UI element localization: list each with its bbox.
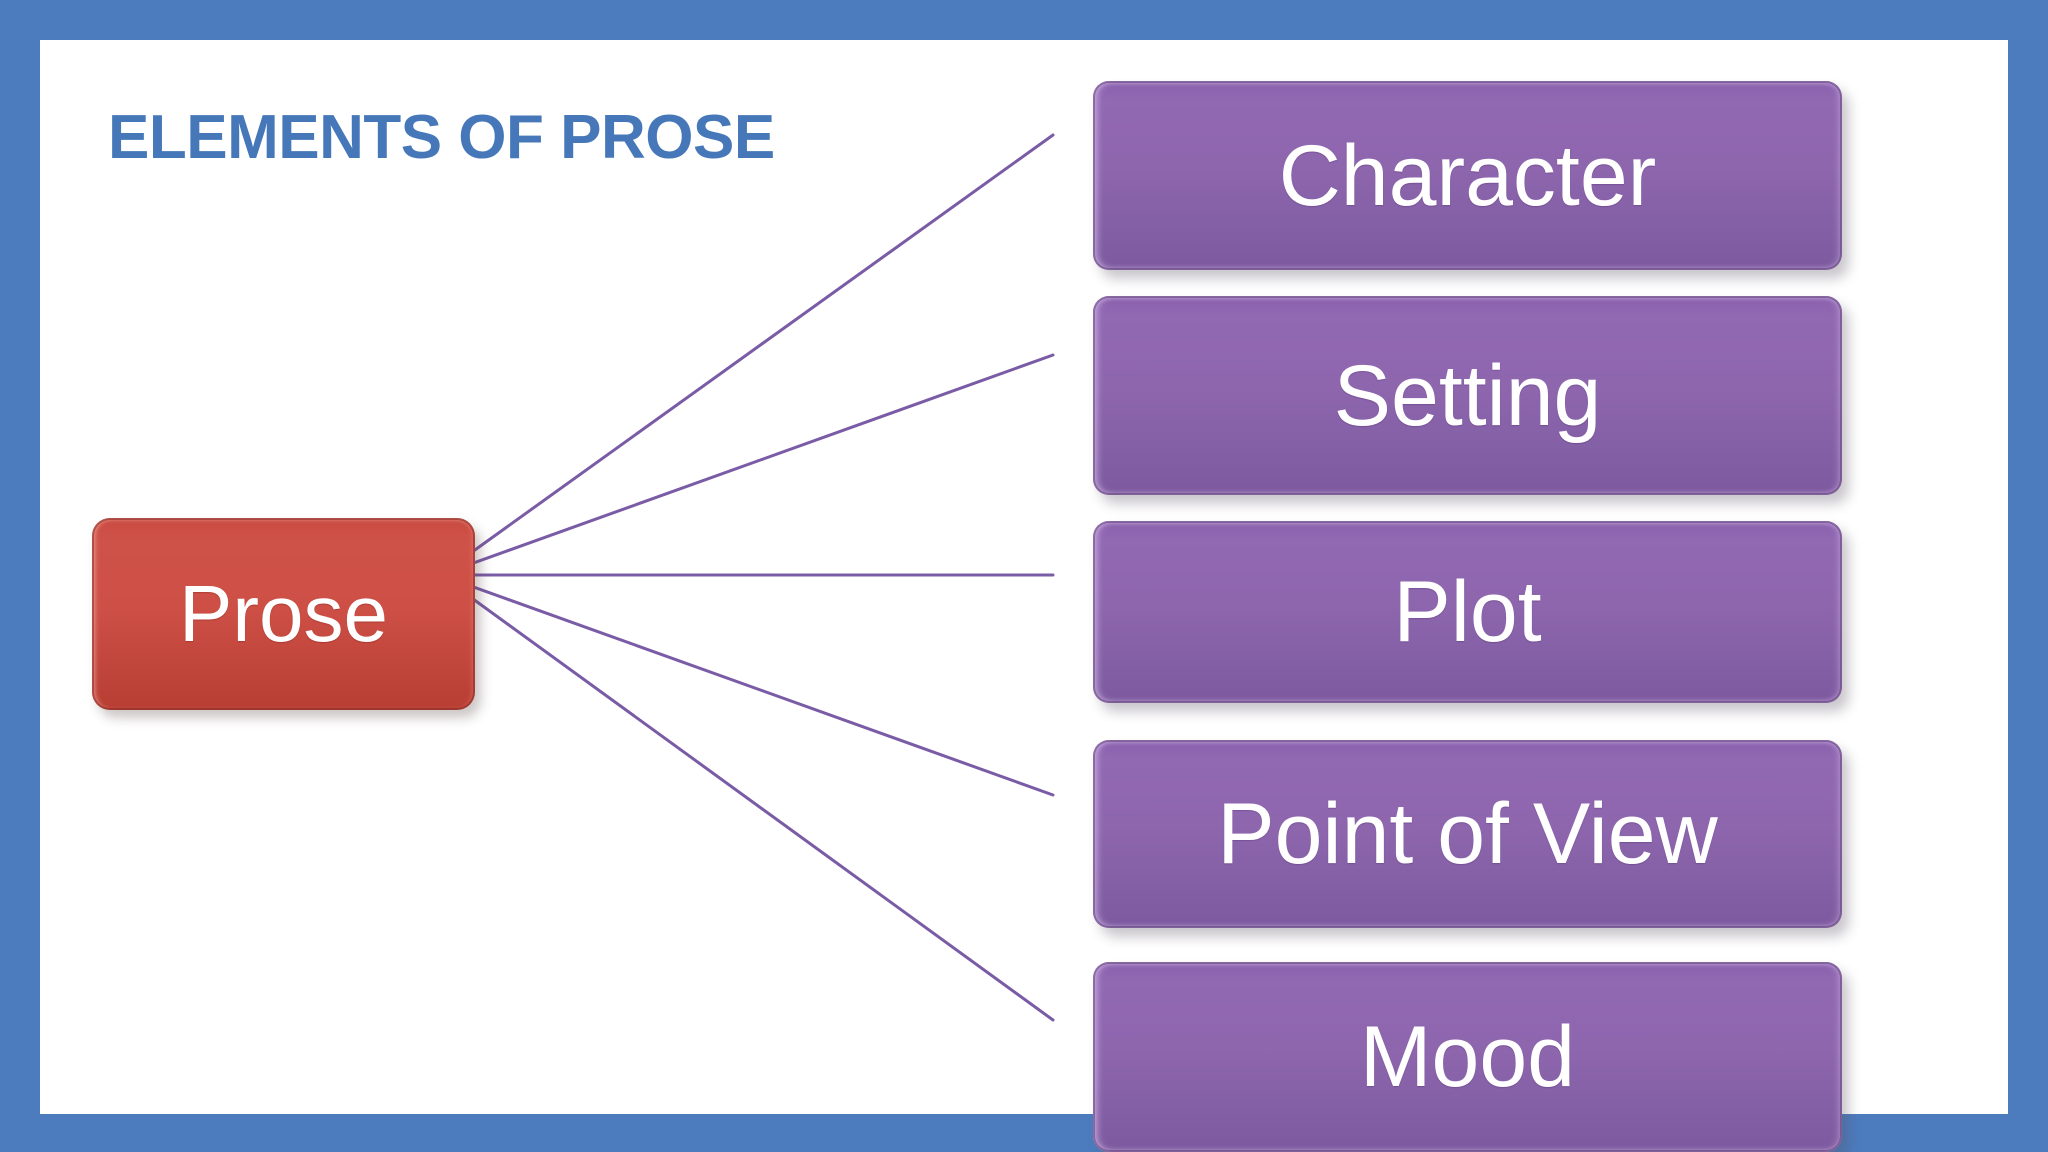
connector-line-point-of-view xyxy=(438,573,1055,797)
root-node-label: Prose xyxy=(179,569,388,658)
root-node-prose[interactable]: Prose xyxy=(92,518,475,710)
connector-line-mood xyxy=(438,573,1055,1022)
branch-node-character[interactable]: Character xyxy=(1093,81,1842,270)
branch-node-point-of-view[interactable]: Point of View xyxy=(1093,740,1842,928)
connector-line-setting xyxy=(438,353,1055,577)
page-title: ELEMENTS OF PROSE xyxy=(108,103,775,172)
connector-line-character xyxy=(438,133,1055,577)
branch-node-label: Mood xyxy=(1359,1009,1576,1105)
branch-node-label: Point of View xyxy=(1217,786,1718,882)
branch-node-label: Setting xyxy=(1333,347,1602,444)
branch-node-label: Plot xyxy=(1393,564,1542,660)
branch-node-label: Character xyxy=(1278,127,1657,224)
branch-node-setting[interactable]: Setting xyxy=(1093,296,1842,495)
branch-node-plot[interactable]: Plot xyxy=(1093,521,1842,703)
branch-node-mood[interactable]: Mood xyxy=(1093,962,1842,1152)
slide-canvas: ELEMENTS OF PROSE Prose Character Settin… xyxy=(40,40,2008,1152)
